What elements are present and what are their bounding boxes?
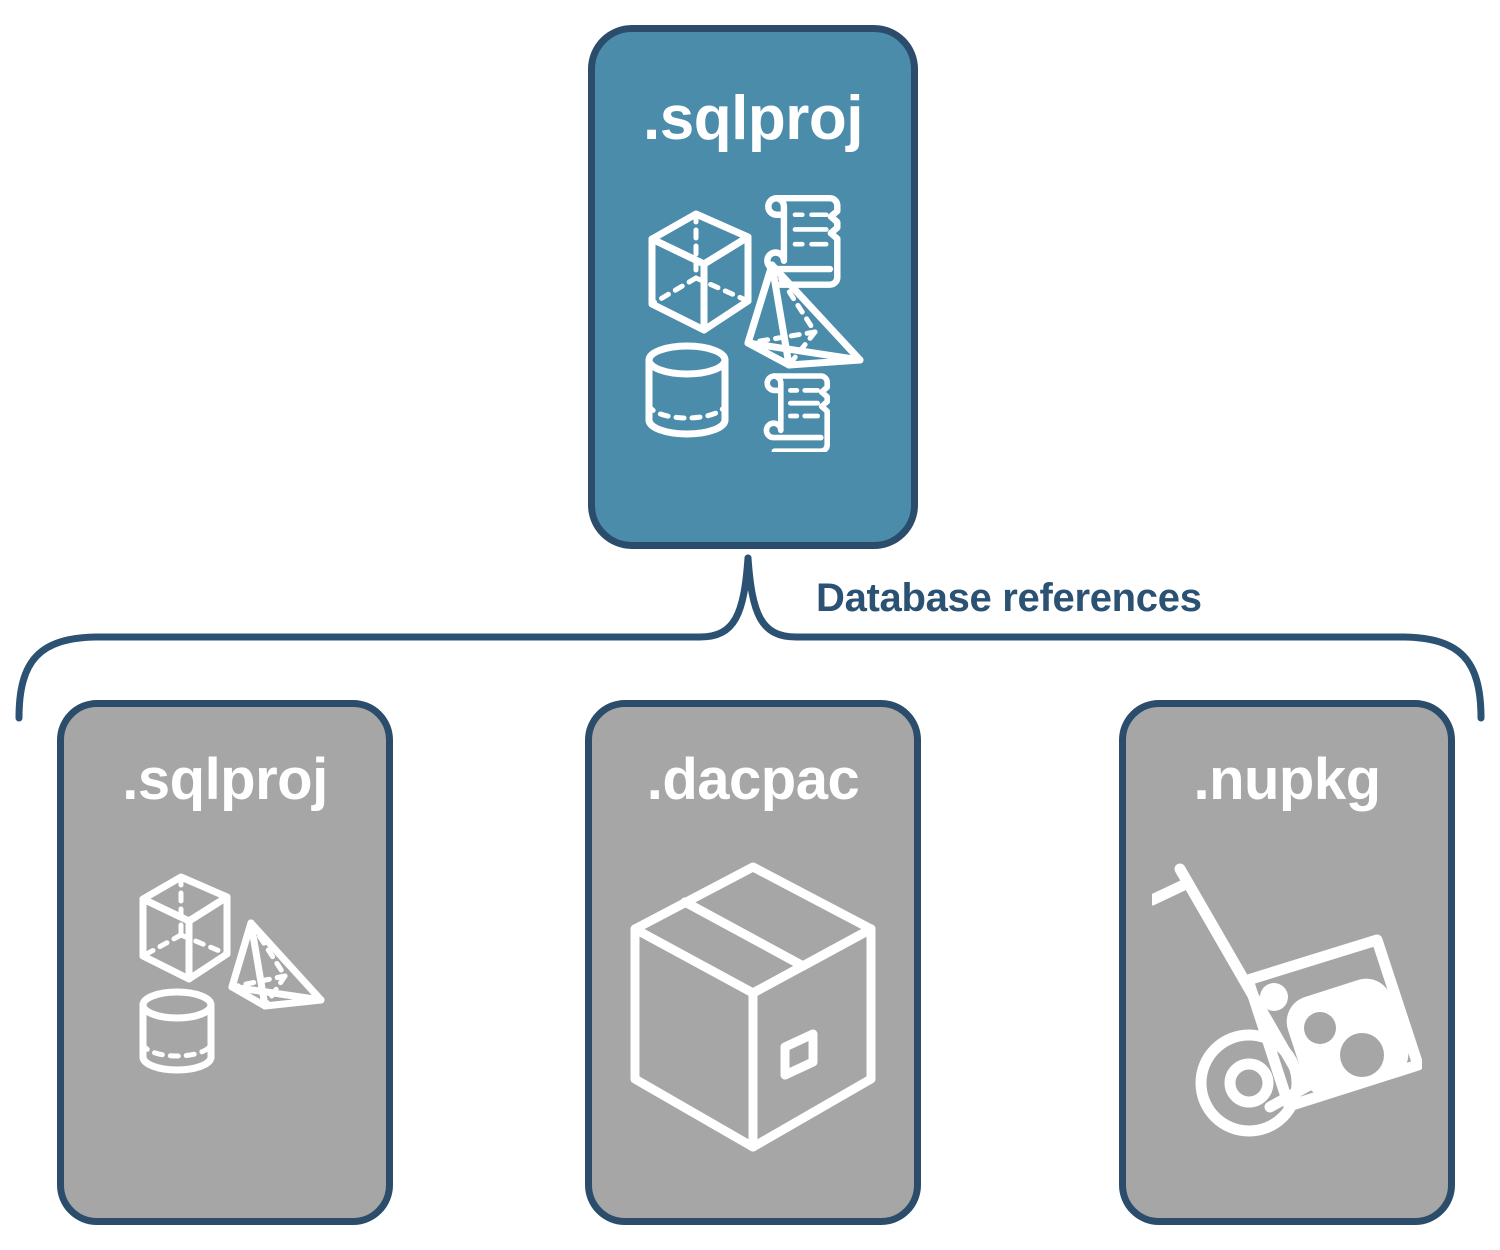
root-node-icon-group [595, 182, 911, 452]
child-node-icon-group [64, 857, 386, 1087]
child-node-dacpac[interactable]: .dacpac [585, 700, 921, 1225]
cube-wireframe-icon [139, 873, 231, 983]
shipping-box-icon [630, 862, 876, 1152]
child-node-label: .sqlproj [122, 747, 328, 812]
pyramid-wireframe-icon [228, 919, 325, 1010]
child-node-icon-group [1126, 857, 1448, 1157]
root-node-label: .sqlproj [643, 84, 863, 153]
cylinder-wireframe-icon [139, 988, 215, 1074]
child-node-sqlproj[interactable]: .sqlproj [57, 700, 393, 1225]
hand-truck-wheel-icon [1195, 1029, 1303, 1137]
cylinder-wireframe-icon [645, 342, 729, 438]
pyramid-wireframe-icon [744, 261, 864, 369]
child-node-nupkg[interactable]: .nupkg [1119, 700, 1455, 1225]
scroll-script-icon [763, 373, 831, 452]
child-node-label: .nupkg [1193, 747, 1381, 812]
scroll-script-icon [764, 194, 841, 288]
child-node-icon-group [592, 857, 914, 1157]
connector-label: Database references [816, 576, 1202, 620]
child-node-label: .dacpac [646, 747, 860, 812]
root-node-sqlproj[interactable]: .sqlproj [588, 25, 918, 549]
nuget-package-icon [1242, 934, 1422, 1112]
cube-wireframe-icon [648, 210, 752, 334]
